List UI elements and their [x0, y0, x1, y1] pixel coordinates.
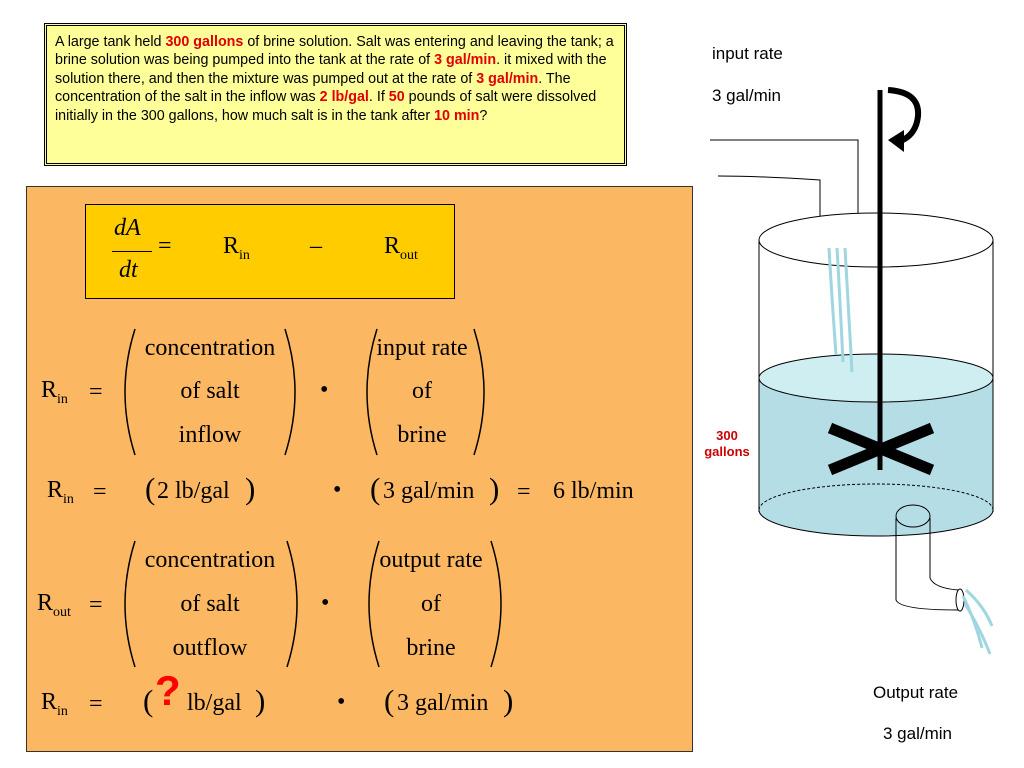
rout-calc-lhs: Rin: [41, 689, 68, 719]
output-rate-value: 3 gal/min: [883, 724, 952, 743]
rout-col2-line2: of: [421, 591, 441, 617]
highlighted-value: 2 lb/gal: [319, 89, 369, 106]
right-paren: ): [489, 471, 500, 506]
rout-def-equals: =: [89, 592, 103, 618]
tank-bottom-front: [758, 509, 994, 537]
rout-def-dot: •: [321, 590, 330, 616]
rout-col1-line3: outflow: [172, 635, 248, 661]
highlighted-value: 3 gal/min: [476, 70, 539, 87]
problem-text: ?: [479, 107, 488, 124]
right-paren: [473, 328, 485, 456]
rate-out-symbol: Rout: [384, 233, 418, 263]
tank-volume-label: 300 gallons: [704, 428, 750, 459]
outflow-stream: [961, 588, 994, 655]
rin-calc-term2: 3 gal/min: [383, 478, 475, 504]
water-surface: [758, 353, 994, 403]
rout-col2-line3: brine: [406, 635, 456, 661]
rin-def-lhs: Rin: [41, 377, 68, 407]
problem-text: pounds of salt were dissolved initially …: [55, 89, 597, 124]
rin-calc-term1: 2 lb/gal: [157, 478, 230, 504]
rin-def-dot: •: [320, 377, 329, 403]
outlet-pipe: [895, 518, 959, 611]
input-rate-label: input rate: [712, 44, 783, 63]
rotation-arrowhead-icon: [888, 130, 904, 152]
rout-calc-dot: •: [337, 689, 346, 715]
left-paren: (: [145, 471, 156, 506]
rout-col1-line2: of salt: [180, 591, 240, 617]
rout-calc-unit: lb/gal: [187, 690, 242, 716]
stirrer-blade: [827, 422, 935, 476]
rin-col2-line2: of: [412, 378, 432, 404]
rin-calc-equals: =: [93, 479, 107, 505]
left-paren: [366, 328, 378, 456]
fraction-bar: [112, 251, 152, 252]
rout-calc-equals: =: [89, 691, 103, 717]
problem-text: . The concentration of the salt in the i…: [55, 70, 571, 106]
rin-col2-line3: brine: [397, 422, 447, 448]
left-paren: [124, 540, 136, 668]
fraction-denominator: dt: [119, 257, 138, 283]
right-paren: [490, 540, 502, 668]
left-paren: [124, 328, 136, 456]
left-paren: (: [384, 683, 395, 718]
highlighted-value: 50: [388, 89, 405, 106]
outlet-opening: [895, 504, 931, 528]
rin-col1-line2: of salt: [180, 378, 240, 404]
outlet-mouth: [955, 588, 965, 612]
rin-col2-line1: input rate: [376, 335, 468, 361]
rin-calc-result: 6 lb/min: [553, 478, 634, 504]
highlighted-value: 10 min: [434, 107, 480, 124]
output-rate-label: Output rate: [873, 683, 959, 702]
rin-calc-lhs: Rin: [47, 477, 74, 507]
rout-calc-term2: 3 gal/min: [397, 690, 489, 716]
problem-text: of brine solution. Salt was entering and…: [55, 34, 614, 69]
input-rate-value: 3 gal/min: [712, 86, 781, 105]
rout-col1-line1: concentration: [144, 547, 276, 573]
left-paren: (: [143, 683, 154, 718]
rin-col1-line1: concentration: [144, 335, 276, 361]
rout-def-lhs: Rout: [37, 590, 71, 620]
right-paren: ): [503, 683, 514, 718]
right-paren: ): [245, 471, 256, 506]
equals-sign: =: [158, 233, 172, 259]
equation-panel: dA dt = Rin – Rout Rin = concentration o…: [26, 186, 693, 752]
rin-def-equals: =: [89, 379, 103, 405]
problem-text: . If: [368, 89, 389, 106]
tank-top-rim: [758, 212, 994, 268]
rate-in-symbol: Rin: [223, 233, 250, 263]
unknown-concentration: ?: [155, 667, 181, 714]
rin-calc-equals2: =: [517, 479, 531, 505]
highlighted-value: 3 gal/min: [434, 52, 497, 69]
left-paren: [368, 540, 380, 668]
problem-text: . it mixed with the solution there, and …: [55, 52, 607, 87]
rout-col2-line1: output rate: [379, 547, 483, 573]
rin-col1-line3: inflow: [178, 422, 242, 448]
inflow-stream: [827, 247, 854, 373]
highlighted-value: 300 gallons: [165, 34, 244, 50]
rotation-arrow-icon: [887, 87, 922, 145]
right-paren: [286, 540, 298, 668]
left-paren: (: [370, 471, 381, 506]
right-paren: [284, 328, 296, 456]
right-paren: ): [255, 683, 266, 718]
rin-calc-dot: •: [333, 477, 342, 503]
mixing-tank-diagram: [710, 87, 994, 655]
minus-sign: –: [310, 233, 322, 259]
main-equation-box: dA dt = Rin – Rout: [85, 204, 455, 299]
fraction-numerator: dA: [114, 215, 141, 241]
problem-text: A large tank held: [55, 34, 166, 50]
problem-statement: A large tank held 300 gallons of brine s…: [44, 23, 627, 166]
